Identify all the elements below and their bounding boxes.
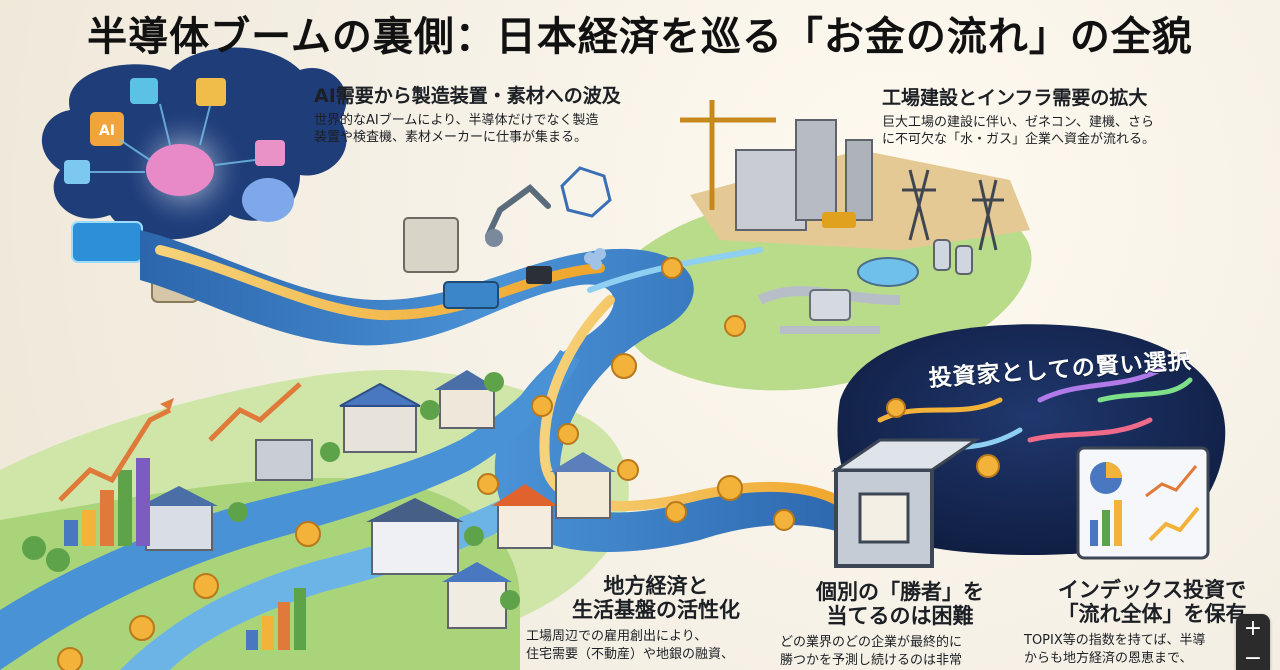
ai-chip-label: AI <box>99 123 115 139</box>
house-icon <box>439 387 495 429</box>
house-icon-blue <box>447 579 507 629</box>
inspection-machine-icon <box>403 217 459 273</box>
server-chip-icon <box>71 221 143 263</box>
coin-icon <box>611 353 637 379</box>
office-building-icon <box>255 439 313 481</box>
processor-icon <box>196 78 226 106</box>
cube-icon <box>831 438 981 568</box>
zoom-in-button[interactable]: + <box>1243 616 1263 641</box>
local-town <box>22 370 616 629</box>
ai-demand-section: AI需要から製造装置・素材への波及 世界的なAIブームにより、半導体だけでなく製… <box>314 85 654 147</box>
line-chart-icon <box>1145 465 1198 498</box>
coin-icon <box>661 257 683 279</box>
manufacturing-equipment <box>403 166 612 309</box>
ai-demand-body: 世界的なAIブームにより、半導体だけでなく製造 装置や検査機、素材メーカーに仕事… <box>314 112 599 146</box>
wafer-chip-icon <box>443 281 499 309</box>
chip-icon <box>130 78 158 104</box>
coin-icon <box>717 475 743 501</box>
coin-icon <box>617 459 639 481</box>
growth-charts <box>58 382 306 650</box>
index-investing-heading: インデックス投資で 「流れ全体」を保有 <box>1057 578 1247 627</box>
power-tower-icon <box>902 169 936 241</box>
truck-icon <box>822 212 856 228</box>
message-icon <box>255 140 285 166</box>
brain-icon-secondary <box>242 178 294 222</box>
coin-icon <box>57 647 83 670</box>
investor-panel <box>831 324 1226 568</box>
coin-icon <box>477 473 499 495</box>
factory-infra-heading: 工場建設とインフラ需要の拡大 <box>882 87 1148 109</box>
index-investing-section: インデックス投資で 「流れ全体」を保有 TOPIX等の指数を持てば、半導 からも… <box>1024 578 1280 667</box>
molecule-icon <box>560 166 612 218</box>
apartment-icon <box>371 519 459 575</box>
coin-icon <box>665 501 687 523</box>
coin-icon <box>976 454 1000 478</box>
factory-infra-section: 工場建設とインフラ需要の拡大 巨大工場の建設に伴い、ゼネコン、建機、さら に不可… <box>882 87 1222 149</box>
local-economy-body: 工場周辺での雇用創出により、 住宅需要（不動産）や地銀の融資、 <box>526 629 735 662</box>
factory-infra-body: 巨大工場の建設に伴い、ゼネコン、建機、さら に不可欠な「水・ガス」企業へ資金が流… <box>882 114 1156 148</box>
winner-difficulty-heading: 個別の「勝者」を 当てるのは困難 <box>816 580 984 629</box>
brain-icon <box>146 144 214 196</box>
winner-difficulty-body: どの業界のどの企業が最終的に 勝つかを予測し続けるのは非常 <box>780 635 963 668</box>
local-economy-section: 地方経済と 生活基盤の活性化 工場周辺での雇用創出により、 住宅需要（不動産）や… <box>526 574 786 663</box>
trend-arrow-icon <box>58 407 172 502</box>
coin-icon <box>129 615 155 641</box>
coin-icon <box>557 423 579 445</box>
coin-icon <box>531 395 553 417</box>
coin-icon <box>773 509 795 531</box>
house-icon-red <box>497 503 553 549</box>
water-tank-icon <box>857 257 919 287</box>
coin-icon <box>724 315 746 337</box>
winner-difficulty-section: 個別の「勝者」を 当てるのは困難 どの業界のどの企業が最終的に 勝つかを予測し続… <box>780 580 1020 669</box>
ai-cloud-panel: AI <box>41 47 347 303</box>
page-title: 半導体ブームの裏側：日本経済を巡る「お金の流れ」の全貌 <box>87 14 1193 60</box>
coin-icon <box>295 521 321 547</box>
zoom-out-button[interactable]: − <box>1243 646 1263 670</box>
coin-icon <box>193 573 219 599</box>
coin-icon <box>886 398 906 418</box>
screen-icon <box>64 160 90 184</box>
bank-building-icon <box>343 403 417 453</box>
ai-chip-icon <box>90 112 124 146</box>
local-economy-heading: 地方経済と 生活基盤の活性化 <box>572 574 740 623</box>
chip-small-icon <box>526 266 552 284</box>
zoom-control: + − <box>1236 614 1270 670</box>
local-shop-icon <box>145 503 213 551</box>
solar-house-icon <box>555 469 611 519</box>
coins <box>57 257 795 670</box>
gas-tank-icon <box>933 239 951 271</box>
trend-arrow-icon-2 <box>208 382 302 442</box>
index-investing-body: TOPIX等の指数を持てば、半導 からも地方経済の恩恵まで、 <box>1024 633 1206 666</box>
robot-arm-icon <box>485 184 551 239</box>
ai-demand-heading: AI需要から製造装置・素材への波及 <box>314 85 621 107</box>
factory-area <box>680 100 1004 334</box>
